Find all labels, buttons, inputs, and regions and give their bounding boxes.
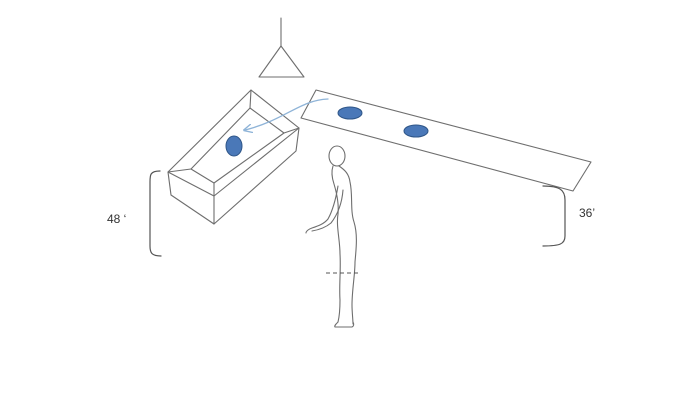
- left-height-label: 48 ‘: [107, 212, 126, 226]
- right-height-label: 36’: [579, 206, 595, 220]
- conveyor-tray: [300, 89, 592, 192]
- bin-item: [225, 135, 243, 157]
- pendant-light-icon: [258, 17, 305, 78]
- tray-item-1: [337, 106, 363, 120]
- bin-box: [167, 89, 300, 225]
- right-height-bracket: [542, 185, 566, 247]
- tray-item-2: [403, 124, 429, 138]
- human-figure: [305, 145, 360, 328]
- transfer-arrow: [245, 98, 329, 130]
- left-height-bracket: [149, 170, 162, 257]
